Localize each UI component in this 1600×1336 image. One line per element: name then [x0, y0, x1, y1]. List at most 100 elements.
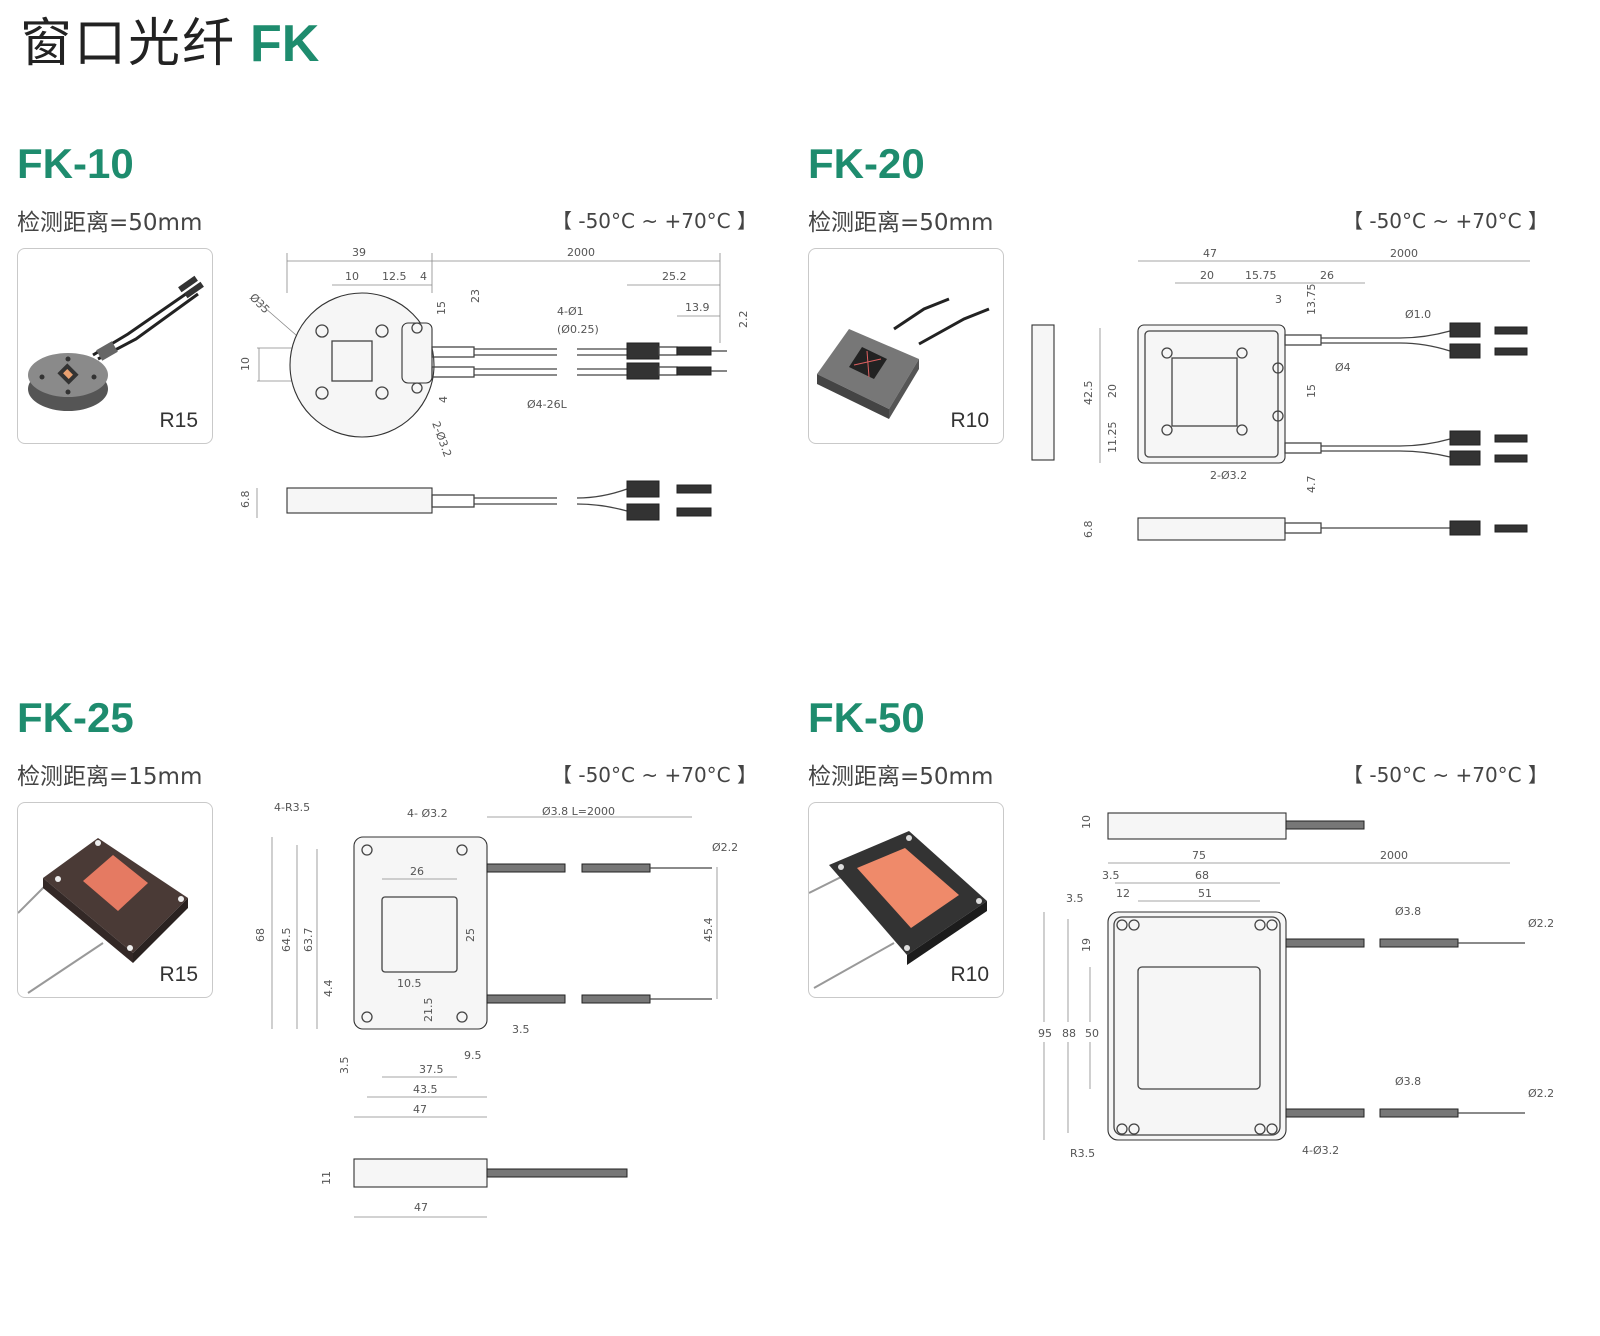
dim-9-5: 9.5	[464, 1049, 482, 1062]
dim-12-5: 12.5	[382, 270, 407, 283]
dim-h88: 88	[1062, 1027, 1076, 1040]
dim-4b: 4	[437, 396, 450, 403]
dim-13-9: 13.9	[685, 301, 710, 314]
dim-h63-7: 63.7	[302, 928, 315, 953]
dim-15: 15	[435, 301, 448, 315]
radius-label: R3.5	[1070, 1147, 1095, 1160]
technical-drawing-fk25: 4-R3.5 4- Ø3.2 Ø3.8 L=2000 Ø2.2 26 25 10…	[254, 801, 738, 1218]
dim-43-5: 43.5	[413, 1083, 438, 1096]
side-height: 11	[320, 1171, 333, 1185]
dim-3-5a: 3.5	[512, 1023, 530, 1036]
dim-15-75: 15.75	[1245, 269, 1277, 282]
bend-radius-label: R10	[950, 963, 989, 986]
dim-h6-8: 6.8	[1082, 521, 1095, 539]
holes-label: 4- Ø3.2	[407, 807, 448, 820]
dim-68: 68	[1195, 869, 1209, 882]
radius-label: 4-R3.5	[274, 801, 310, 814]
bend-radius-label: R10	[950, 409, 989, 432]
temperature-range: 【 -50°C ~ +70°C 】	[1343, 763, 1548, 787]
section-title: FK-10	[17, 140, 134, 187]
dim-26: 26	[1320, 269, 1334, 282]
technical-drawing-fk10: 39 2000 10 12.5 4 25.2 13.9 15 23 2.2 4 …	[239, 246, 750, 521]
dim-23: 23	[469, 289, 482, 303]
product-photo-fk50	[809, 831, 987, 989]
section-fk10: FK-10 检测距离=50mm 【 -50°C ~ +70°C 】 R15 39…	[17, 143, 777, 683]
mount-holes-label: 2-Ø3.2	[1210, 469, 1247, 482]
dim-h10: 10	[239, 357, 252, 371]
dim-13-75: 13.75	[1305, 284, 1318, 316]
dim-h10: 10	[1080, 815, 1093, 829]
dim-d1: Ø1.0	[1405, 308, 1431, 321]
dim-39: 39	[352, 246, 366, 259]
product-photo-fk20	[817, 297, 990, 419]
dim-d4: Ø4	[1335, 361, 1351, 374]
dim-h68: 68	[254, 928, 267, 942]
technical-drawing-fk50: 10 75 2000 3.5 68 12 51 3.5 19 95 88 50 …	[1038, 812, 1554, 1160]
dim-10-5: 10.5	[397, 977, 422, 990]
technical-drawing-fk20: 47 2000 20 15.75 26 3 13.75 Ø1.0 Ø4 42.5…	[1031, 247, 1530, 541]
section-fk20: FK-20 检测距离=50mm 【 -50°C ~ +70°C 】 R10 47…	[808, 143, 1568, 683]
dim-26: 26	[410, 865, 424, 878]
dim-3: 3	[1275, 293, 1282, 306]
dim-d2-2b: Ø2.2	[1528, 1087, 1554, 1100]
dim-h42-5: 42.5	[1082, 381, 1095, 406]
dim-2000: 2000	[1390, 247, 1418, 260]
mount-holes-label: 2-Ø3.2	[429, 420, 454, 459]
dim-h11-25: 11.25	[1106, 422, 1119, 454]
dim-d3-8a: Ø3.8	[1395, 905, 1421, 918]
dim-h45-4: 45.4	[702, 918, 715, 943]
detection-distance: 检测距离=15mm	[17, 764, 203, 790]
dim-2000: 2000	[1380, 849, 1408, 862]
product-photo-fk25	[18, 838, 188, 994]
dim-h3-5: 3.5	[338, 1057, 351, 1075]
section-title: FK-50	[808, 694, 925, 741]
section-title: FK-25	[17, 694, 134, 741]
dim-h15: 15	[1305, 384, 1318, 398]
dim-47: 47	[413, 1103, 427, 1116]
dim-47: 47	[1203, 247, 1217, 260]
holes-label: 4-Ø3.2	[1302, 1144, 1339, 1157]
dim-d2-2: Ø2.2	[712, 841, 738, 854]
product-photo-card: R15	[17, 248, 213, 444]
temperature-range: 【 -50°C ~ +70°C 】	[1343, 209, 1548, 233]
product-photo-card: R10	[808, 248, 1004, 444]
dim-37-5: 37.5	[419, 1063, 444, 1076]
tube-label: Ø4-26L	[527, 398, 568, 411]
dim-2000: 2000	[567, 246, 595, 259]
dim-2-2: 2.2	[737, 311, 750, 329]
product-photo-fk10	[28, 275, 204, 411]
section-fk50: FK-50 检测距离=50mm 【 -50°C ~ +70°C 】 R10 10…	[808, 697, 1568, 1237]
dim-10: 10	[345, 270, 359, 283]
dim-3-5b: 3.5	[1066, 892, 1084, 905]
title-accent: FK	[250, 15, 320, 73]
fiber-holes-label: 4-Ø1	[557, 305, 584, 318]
dim-h95: 95	[1038, 1027, 1052, 1040]
product-photo-card: R15	[17, 802, 213, 998]
side-width: 47	[414, 1201, 428, 1214]
temperature-range: 【 -50°C ~ +70°C 】	[552, 209, 757, 233]
dim-25: 25	[464, 928, 477, 942]
dim-75: 75	[1192, 849, 1206, 862]
bend-radius-label: R15	[159, 963, 198, 986]
dim-4a: 4	[420, 270, 427, 283]
title-text: 窗口光纤	[20, 14, 237, 74]
dim-51: 51	[1198, 887, 1212, 900]
dim-h50: 50	[1085, 1027, 1099, 1040]
dim-21-5: 21.5	[422, 998, 435, 1023]
cable-label: Ø3.8 L=2000	[542, 805, 615, 818]
dim-h4-4: 4.4	[322, 980, 335, 998]
dim-h19: 19	[1080, 938, 1093, 952]
dim-d3-8b: Ø3.8	[1395, 1075, 1421, 1088]
dim-h6-8: 6.8	[239, 491, 252, 509]
section-fk25: FK-25 检测距离=15mm 【 -50°C ~ +70°C 】 R15 4-…	[17, 697, 777, 1237]
dim-h20: 20	[1106, 384, 1119, 398]
dim-3-5: 3.5	[1102, 869, 1120, 882]
dim-25-2: 25.2	[662, 270, 687, 283]
detection-distance: 检测距离=50mm	[808, 210, 994, 236]
temperature-range: 【 -50°C ~ +70°C 】	[552, 763, 757, 787]
detection-distance: 检测距离=50mm	[808, 764, 994, 790]
dim-12: 12	[1116, 887, 1130, 900]
dim-d2-2a: Ø2.2	[1528, 917, 1554, 930]
section-title: FK-20	[808, 140, 925, 187]
